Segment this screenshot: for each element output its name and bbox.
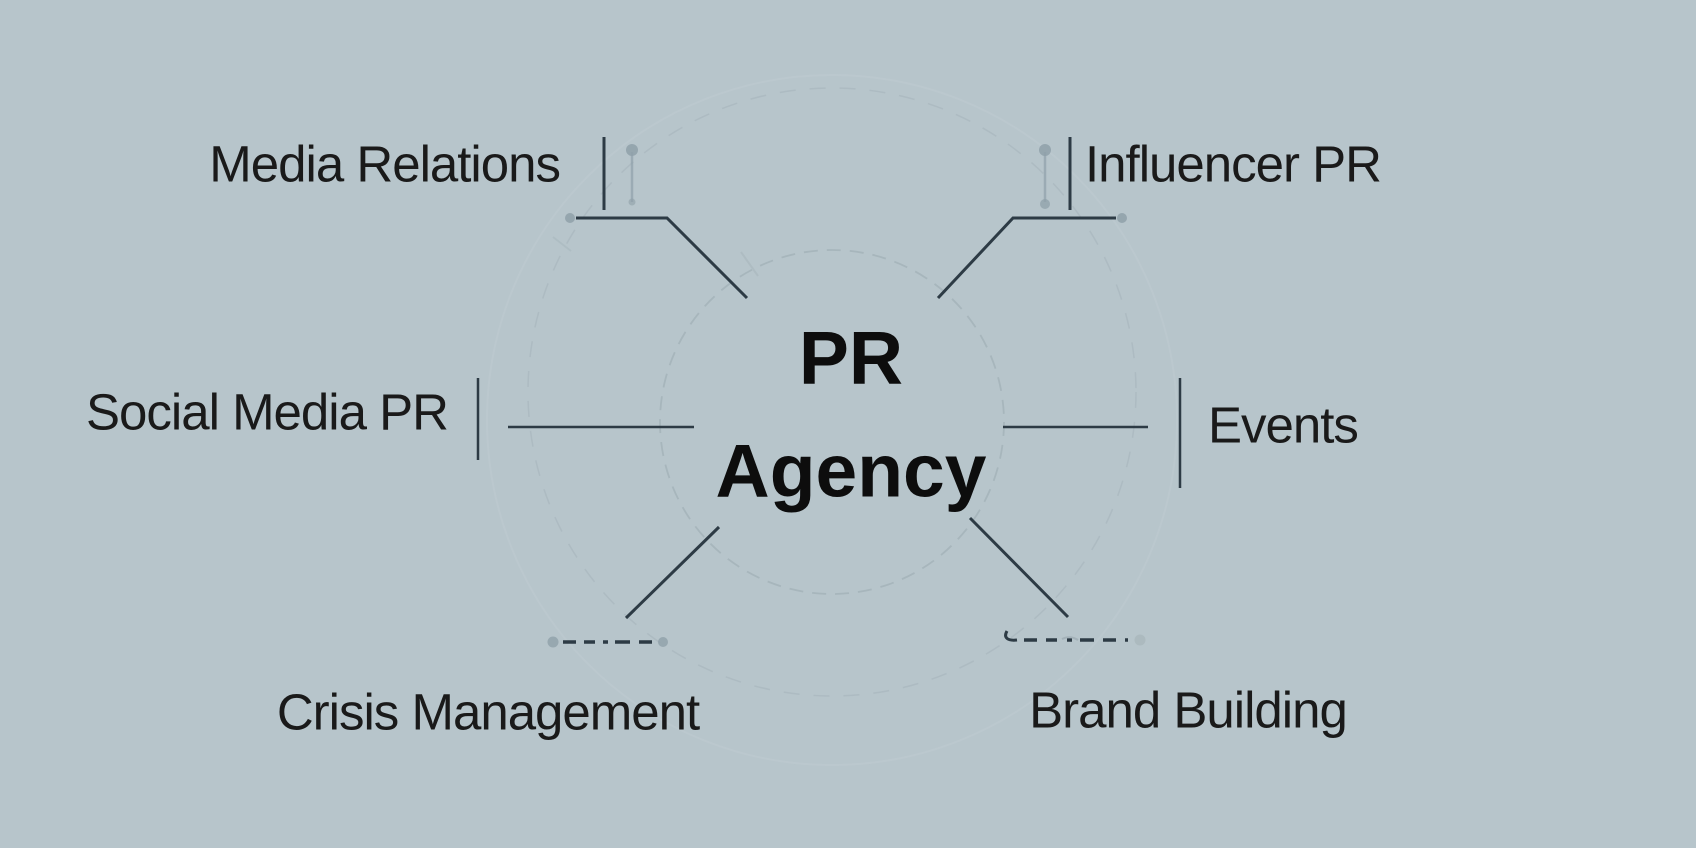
center-title-line1: PR [798, 315, 904, 400]
node-dot-icon [565, 213, 575, 223]
node-dot-icon [1134, 634, 1146, 646]
node-dot-icon [1117, 213, 1127, 223]
connector-social-media-pr [476, 378, 694, 460]
connectors [476, 137, 1182, 644]
node-label-influencer-pr: Influencer PR [1085, 135, 1382, 193]
node-label-media-relations: Media Relations [209, 135, 561, 193]
node-label-brand-building: Brand Building [1029, 681, 1348, 739]
connector-influencer-pr [936, 137, 1116, 300]
diagonal-line [968, 516, 1070, 619]
node-label-events: Events [1208, 396, 1359, 454]
connector-events [1003, 378, 1182, 488]
connector-media-relations [576, 137, 749, 300]
node-label-social-media-pr: Social Media PR [86, 383, 449, 441]
scratch-mark-icon [552, 236, 572, 252]
elbow-line [576, 216, 749, 300]
pin-icon [1039, 144, 1051, 209]
connector-crisis-management [563, 525, 721, 644]
node-label-crisis-management: Crisis Management [276, 683, 700, 741]
gray-accents [547, 144, 1146, 648]
elbow-line [936, 216, 1116, 300]
hook-stroke-icon [1004, 630, 1018, 642]
pin-icon [626, 144, 638, 206]
node-dot-icon [547, 636, 559, 648]
faint-dashed-outer-circle-icon [527, 87, 1137, 697]
diagonal-line [624, 525, 721, 620]
faint-dashed-inner-circle-icon [659, 249, 1005, 595]
faint-outer-ring-icon [486, 74, 1178, 766]
center-node-title: PR Agency [716, 302, 987, 527]
node-dot-icon [658, 637, 668, 647]
background-circles [486, 74, 1178, 766]
faded-dash-overlay-icon [1061, 636, 1079, 641]
scratch-mark-icon [740, 251, 759, 277]
connector-brand-building [968, 516, 1128, 642]
center-title-line2: Agency [715, 428, 987, 512]
